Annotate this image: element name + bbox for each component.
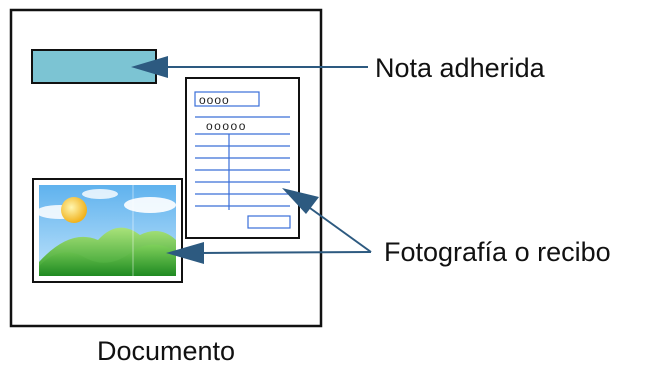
sticky-note-arrowhead: [131, 56, 168, 78]
receipt-arrowhead: [282, 188, 319, 214]
photo-leader: [199, 251, 372, 254]
photograph: [32, 178, 183, 283]
receipt: oooo ooooo: [185, 77, 300, 239]
receipt-leader: [302, 202, 372, 253]
photo-sun: [61, 197, 87, 223]
callout-arrows: [131, 56, 372, 264]
receipt-total-box: [247, 215, 291, 229]
photo-cloud: [124, 197, 176, 213]
photo-arrowhead: [166, 242, 204, 264]
photo-or-receipt-label: Fotografía o recibo: [384, 237, 611, 267]
photo-hill-front: [39, 244, 176, 276]
document-label: Documento: [97, 336, 235, 366]
receipt-header-large: ooooo: [206, 119, 247, 133]
receipt-header-small: oooo: [199, 93, 230, 107]
receipt-header-box: [194, 91, 260, 107]
photo-cloud: [82, 189, 118, 199]
sticky-note-label: Nota adherida: [375, 53, 546, 83]
